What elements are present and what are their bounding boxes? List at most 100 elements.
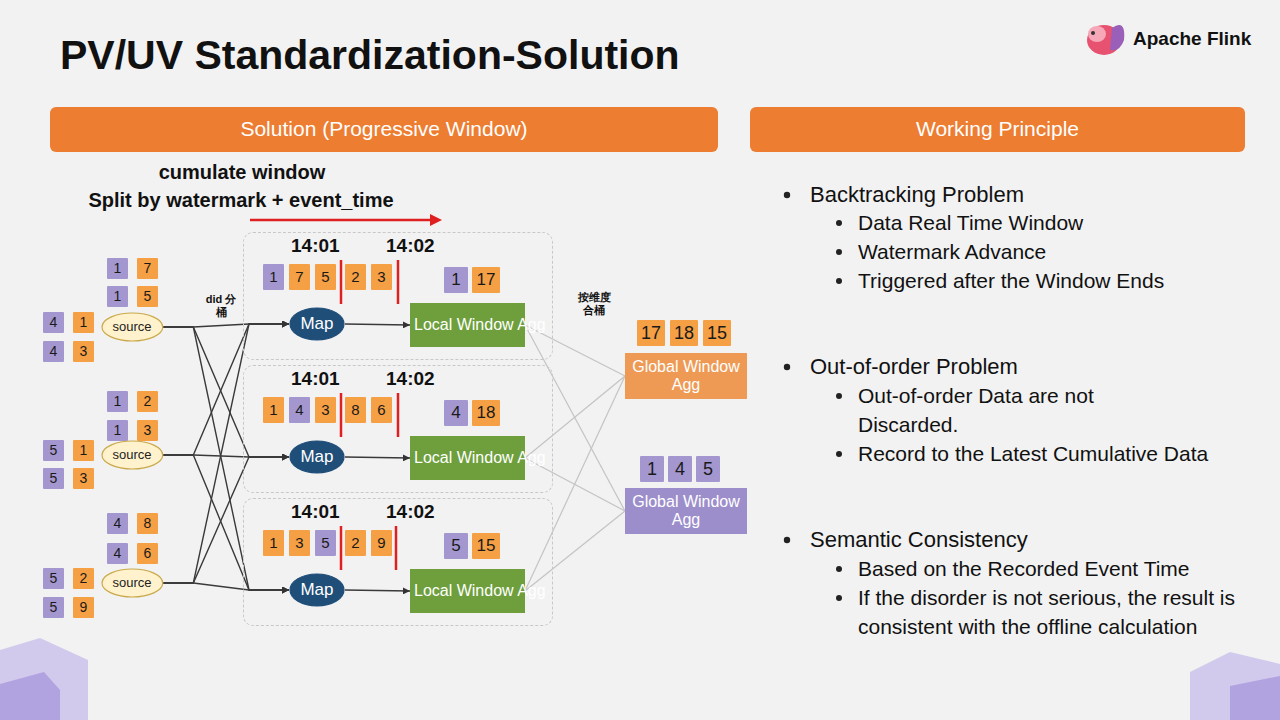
corner-block — [0, 672, 60, 720]
node-text: 5 — [50, 570, 58, 586]
text-holder: 2 — [345, 264, 366, 290]
text-holder: 3 — [289, 530, 310, 556]
orange-record-box: 2 — [137, 391, 158, 412]
flow-arrow — [163, 327, 289, 457]
purple-record-box: 5 — [696, 456, 720, 482]
text-holder: 4 — [289, 397, 310, 423]
node-text: 18 — [674, 323, 694, 344]
orange-record-box: 2 — [73, 568, 94, 589]
node-text: 15 — [477, 535, 496, 557]
purple-record-box: 1 — [107, 286, 128, 307]
local-agg-box: Local Window Agg — [410, 436, 525, 480]
flow-arrow — [345, 590, 410, 591]
text-holder: 3 — [73, 468, 94, 489]
purple-record-box: 4 — [289, 397, 310, 423]
orange-record-box: 5 — [137, 286, 158, 307]
merge-line — [525, 511, 625, 591]
watermark-lines — [341, 260, 398, 570]
orange-record-box: 8 — [345, 397, 366, 423]
text-holder: 6 — [371, 397, 392, 423]
corner-block — [1230, 676, 1280, 720]
map-ellipse: Map — [289, 440, 345, 474]
text-holder: 4 — [444, 400, 468, 426]
text-holder: 18 — [472, 400, 500, 426]
annotation-text: cumulate window — [110, 160, 374, 184]
text-holder: 5 — [43, 468, 64, 489]
node-text: 18 — [477, 402, 496, 424]
text-holder: 1 — [107, 286, 128, 307]
node-text: source — [112, 448, 151, 463]
node-text: Solution (Progressive Window) — [240, 117, 527, 141]
node-text: 6 — [377, 399, 385, 421]
node-text: 4 — [50, 314, 58, 330]
node-text: 7 — [144, 260, 152, 276]
text-holder: 4 — [107, 513, 128, 534]
bullet-text: Record to the Latest Cumulative Data — [858, 439, 1268, 468]
text-holder: source — [101, 440, 164, 470]
text-holder: 1 — [640, 456, 664, 482]
flow-arrow — [163, 327, 289, 590]
node-text: 2 — [80, 570, 88, 586]
bullet-dot — [836, 451, 842, 457]
watermark-line — [340, 526, 343, 570]
text-holder: Map — [289, 573, 345, 607]
section-header: Solution (Progressive Window) — [50, 107, 718, 152]
bullet-dot — [836, 595, 842, 601]
text-holder: 8 — [345, 397, 366, 423]
text-holder: 1 — [444, 267, 468, 293]
bullet-text: Watermark Advance — [858, 237, 1258, 266]
annotation-text: 按维度 合桶 — [571, 291, 617, 317]
time-arrow — [250, 214, 442, 226]
orange-record-box: 9 — [371, 530, 392, 556]
purple-record-box: 4 — [107, 543, 128, 564]
text-holder: Map — [289, 307, 345, 341]
node-text: Map — [300, 446, 333, 468]
text-holder: Solution (Progressive Window) — [50, 107, 718, 152]
purple-record-box: 5 — [43, 597, 64, 618]
purple-record-box: 5 — [43, 440, 64, 461]
text-holder: 3 — [137, 420, 158, 441]
orange-record-box: 6 — [137, 543, 158, 564]
node-text: 5 — [50, 470, 58, 486]
time-mark: 14:01 — [291, 235, 340, 257]
text-holder: Local Window Agg — [410, 303, 525, 347]
node-text: 1 — [269, 266, 277, 288]
node-text: 5 — [321, 266, 329, 288]
node-text: 1 — [114, 260, 122, 276]
orange-record-box: 15 — [472, 533, 500, 559]
corner-block — [0, 638, 88, 720]
text-holder: 4 — [43, 341, 64, 362]
text-holder: 1 — [73, 440, 94, 461]
node-text: 5 — [50, 599, 58, 615]
text-holder: 2 — [73, 568, 94, 589]
orange-record-box: 18 — [670, 320, 698, 346]
ellipse-shape — [102, 441, 163, 469]
text-holder: 17 — [472, 267, 500, 293]
node-text: 5 — [50, 442, 58, 458]
orange-record-box: 1 — [263, 397, 284, 423]
flow-arrow — [163, 455, 289, 590]
orange-record-box: 1 — [73, 312, 94, 333]
node-text: 8 — [351, 399, 359, 421]
orange-record-box: 18 — [472, 400, 500, 426]
text-holder: 3 — [315, 397, 336, 423]
bullet-dot — [836, 220, 842, 226]
node-text: 9 — [377, 532, 385, 554]
node-text: 6 — [144, 545, 152, 561]
node-text: 3 — [321, 399, 329, 421]
node-text: source — [112, 576, 151, 591]
watermark-line — [340, 260, 343, 304]
ellipse-shape — [102, 313, 163, 341]
purple-record-box: 4 — [43, 341, 64, 362]
text-holder: 1 — [263, 264, 284, 290]
orange-record-box: 8 — [137, 513, 158, 534]
time-mark: 14:01 — [291, 368, 340, 390]
node-text: 5 — [321, 532, 329, 554]
node-text: 2 — [144, 393, 152, 409]
bullet-dot — [784, 364, 790, 370]
orange-record-box: 3 — [73, 468, 94, 489]
node-text: 1 — [114, 422, 122, 438]
node-text: Map — [300, 313, 333, 335]
text-holder: 15 — [703, 320, 731, 346]
task-group: 14386418MapLocal Window Agg14:0114:02 — [243, 365, 553, 493]
